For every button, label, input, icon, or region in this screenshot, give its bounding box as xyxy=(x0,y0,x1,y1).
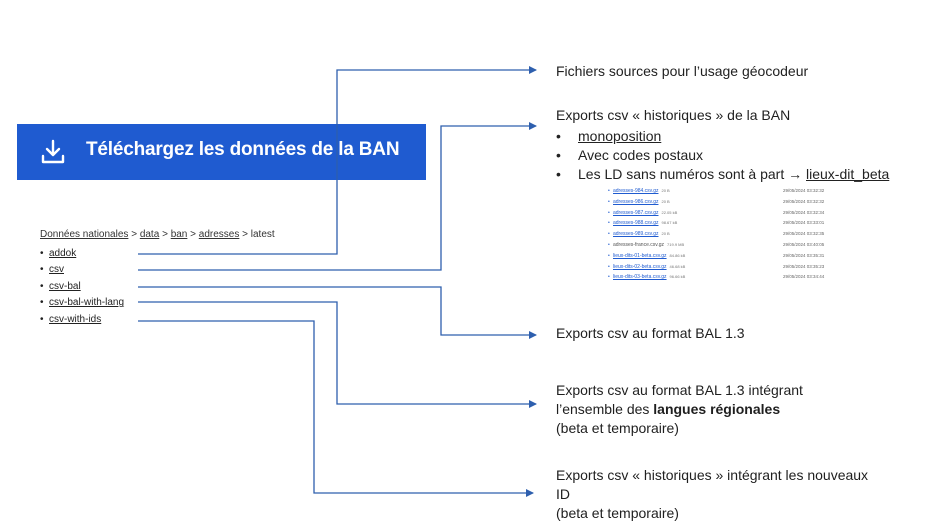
directory-list: •addok •csv •csv-bal •csv-bal-with-lang … xyxy=(40,247,124,329)
annotation-csv-title: Exports csv « historiques » de la BAN xyxy=(556,107,791,123)
breadcrumb-separator: > xyxy=(162,229,168,240)
ids-line3: (beta et temporaire) xyxy=(556,505,679,521)
banner-title: Téléchargez les données de la BAN xyxy=(86,139,400,160)
list-item: •monoposition xyxy=(556,128,662,144)
breadcrumb-data[interactable]: data xyxy=(139,229,160,240)
dir-link-csv-bal[interactable]: csv-bal xyxy=(49,280,81,292)
file-size: 46.68 kB xyxy=(669,263,686,269)
file-link[interactable]: lieux-dits-01-beta.csv.gz xyxy=(613,252,667,259)
file-size: 20 B xyxy=(661,231,670,237)
file-link[interactable]: adresses-france.csv.gz xyxy=(613,241,665,248)
file-size: 96.66 kB xyxy=(669,274,686,280)
bullet-icon: • xyxy=(608,274,610,281)
bal-lang-line1: Exports csv au format BAL 1.3 intégrant xyxy=(556,382,803,398)
bal-lang-line2-text: l’ensemble des xyxy=(556,401,654,417)
file-size: 84.86 kB xyxy=(669,252,686,258)
connector-csv xyxy=(138,122,537,271)
file-size: 20 B xyxy=(661,188,670,193)
file-size: 98.67 kB xyxy=(661,220,678,226)
annotation-csv-bal: Exports csv au format BAL 1.3 xyxy=(556,325,745,341)
bullet-icon: • xyxy=(608,263,610,270)
file-link[interactable]: adresses-987.csv.gz xyxy=(613,209,659,216)
bullet-icon: • xyxy=(608,241,610,248)
breadcrumb-adresses[interactable]: adresses xyxy=(198,229,240,240)
download-banner[interactable]: Téléchargez les données de la BAN xyxy=(17,124,426,180)
list-item: •csv xyxy=(40,264,64,276)
bal-lang-line3: (beta et temporaire) xyxy=(556,420,679,436)
connector-addok xyxy=(138,66,537,255)
list-item: •addok xyxy=(40,248,77,259)
file-date: 29/05/2024 03:33:01 xyxy=(783,220,825,226)
annotation-addok: Fichiers sources pour l’usage géocodeur xyxy=(556,63,809,79)
list-item: •Avec codes postaux xyxy=(556,147,704,163)
file-date: 29/05/2024 03:34:44 xyxy=(783,274,825,280)
file-date: 29/05/2024 03:32:32 xyxy=(783,198,825,204)
bullet-ld-link: lieux-dit_beta xyxy=(806,166,890,182)
dir-link-addok[interactable]: addok xyxy=(49,248,77,259)
connector-csv-with-ids xyxy=(138,320,534,497)
file-link[interactable]: lieux-dits-03-beta.csv.gz xyxy=(613,274,667,281)
annotation-csv-bullets: •monoposition •Avec codes postaux •Les L… xyxy=(556,127,889,184)
bullet-icon: • xyxy=(608,188,610,194)
file-link[interactable]: adresses-989.csv.gz xyxy=(613,231,659,238)
connector-csv-bal-with-lang xyxy=(138,301,537,408)
file-size: 719.9 MB xyxy=(667,241,685,247)
bullet-icon: • xyxy=(608,231,610,238)
list-item: •csv-bal xyxy=(40,280,81,292)
file-size: 22.05 kB xyxy=(661,209,678,215)
connector-csv-bal xyxy=(138,286,537,339)
file-date: 29/05/2024 03:40:05 xyxy=(783,241,825,247)
file-date: 29/05/2024 03:35:23 xyxy=(783,263,825,269)
ids-line1: Exports csv « historiques » intégrant le… xyxy=(556,467,869,483)
breadcrumb-ban[interactable]: ban xyxy=(170,229,188,240)
download-icon xyxy=(41,139,65,164)
annotation-ids: Exports csv « historiques » intégrant le… xyxy=(556,466,868,523)
file-link[interactable]: adresses-988.csv.gz xyxy=(613,220,659,227)
bullet-icon: • xyxy=(608,198,610,205)
annotation-bal-lang: Exports csv au format BAL 1.3 intégrant … xyxy=(556,381,803,438)
bullet-icon: • xyxy=(608,220,610,227)
bal-lang-bold: langues régionales xyxy=(653,401,781,417)
breadcrumb-separator: > xyxy=(190,229,196,240)
right-arrow-icon: → xyxy=(788,166,803,182)
file-date: 29/05/2024 03:32:32 xyxy=(783,188,825,193)
list-item: •csv-bal-with-lang xyxy=(40,297,125,309)
file-date: 29/05/2024 03:32:35 xyxy=(783,231,825,237)
list-item: •Les LD sans numéros sont à part → lieux… xyxy=(556,166,890,182)
breadcrumb: Données nationales > data > ban > adress… xyxy=(40,229,275,240)
dir-link-csv[interactable]: csv xyxy=(49,264,64,276)
bullet-icon: • xyxy=(608,252,610,259)
file-link[interactable]: adresses-984.csv.gz xyxy=(613,188,659,194)
file-size: 20 B xyxy=(661,198,670,204)
bullet-monoposition: monoposition xyxy=(578,128,662,144)
dir-link-csv-with-ids[interactable]: csv-with-ids xyxy=(49,313,102,325)
breadcrumb-root[interactable]: Données nationales xyxy=(40,229,129,240)
bullet-ld-text: Les LD sans numéros sont à part xyxy=(578,166,789,182)
breadcrumb-separator: > xyxy=(242,229,248,240)
bal-lang-line2: l’ensemble des langues régionales xyxy=(556,400,803,419)
file-link[interactable]: lieux-dits-02-beta.csv.gz xyxy=(613,263,667,270)
bullet-codes-postaux: Avec codes postaux xyxy=(578,147,704,163)
bullet-icon: • xyxy=(608,209,610,216)
dir-link-csv-bal-with-lang[interactable]: csv-bal-with-lang xyxy=(49,297,125,309)
breadcrumb-current: latest xyxy=(250,229,275,240)
ids-line2: ID xyxy=(556,486,570,502)
file-link[interactable]: adresses-986.csv.gz xyxy=(613,198,659,205)
file-date: 29/05/2024 03:35:31 xyxy=(783,252,825,258)
breadcrumb-separator: > xyxy=(131,229,138,240)
list-item: •csv-with-ids xyxy=(40,313,102,325)
file-date: 29/05/2024 03:32:34 xyxy=(783,209,825,215)
